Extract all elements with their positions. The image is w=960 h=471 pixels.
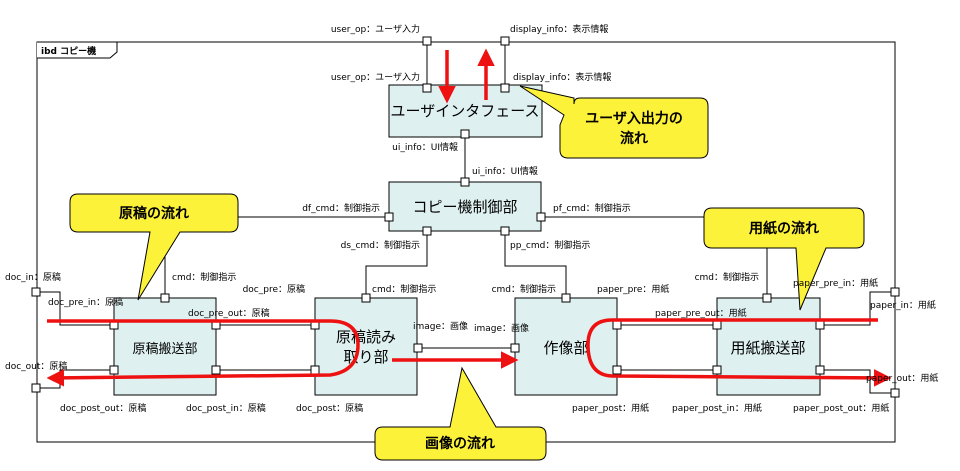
port [815, 365, 825, 375]
block-ui-label: ユーザインタフェース [391, 102, 540, 120]
label-doc-pre: doc_pre：原稿 [243, 283, 305, 295]
label-doc-post-out: doc_post_out：原稿 [60, 402, 146, 414]
label-doc-post: doc_post：原稿 [296, 402, 363, 414]
label-paper-pre-out: paper_pre_out：用紙 [655, 307, 747, 319]
callout-document-text: 原稿の流れ [119, 205, 189, 222]
label-ui-info-2: ui_info：UI情報 [472, 165, 538, 177]
callout-user-io-line2: 流れ [620, 130, 648, 147]
callout-user-io-line1: ユーザ入出力の [585, 110, 683, 127]
port [612, 320, 622, 330]
label-user-op-inner: user_op：ユーザ入力 [331, 71, 420, 83]
port [422, 226, 432, 236]
block-imager [514, 297, 618, 396]
flow-arrows [46, 48, 892, 387]
label-doc-out: doc_out：原稿 [5, 360, 67, 372]
label-display-info-outer: display_info：表示情報 [510, 23, 608, 35]
ports [31, 36, 900, 398]
frame-label: ibd コピー機 [41, 45, 96, 57]
label-doc-in: doc_in：原稿 [5, 271, 61, 283]
port [211, 365, 221, 375]
labels: user_op：ユーザ入力 display_info：表示情報 user_op：… [5, 23, 938, 414]
label-ds-cmd: ds_cmd：制御指示 [341, 239, 420, 251]
port [712, 365, 722, 375]
port [712, 320, 722, 330]
port [310, 365, 320, 375]
label-paper-out: paper_out：用紙 [866, 372, 938, 384]
blocks: ユーザインタフェース コピー機制御部 原稿搬送部 原稿読み 取り部 作像部 用紙… [113, 84, 821, 396]
port [510, 343, 520, 353]
label-cmd-paper: cmd：制御指示 [695, 271, 759, 283]
label-paper-pre: paper_pre：用紙 [597, 283, 669, 295]
block-reader-label-2: 取り部 [343, 348, 388, 366]
block-imager-label: 作像部 [543, 339, 588, 357]
callout-document [69, 193, 239, 301]
port [762, 293, 772, 303]
port [460, 177, 470, 187]
label-paper-pre-in: paper_pre_in：用紙 [793, 277, 878, 289]
port [422, 36, 432, 46]
port [31, 383, 41, 393]
port [536, 212, 546, 222]
block-reader-label-1: 原稿読み [336, 328, 396, 346]
callout-image [374, 366, 547, 461]
port [890, 388, 900, 398]
label-user-op-outer: user_op：ユーザ入力 [331, 23, 420, 35]
port [160, 293, 170, 303]
port [109, 365, 119, 375]
label-paper-post: paper_post：用紙 [572, 402, 649, 414]
port [31, 287, 41, 297]
block-control-label: コピー機制御部 [412, 198, 517, 216]
label-image-out: image：画像 [413, 320, 468, 332]
callouts: ユーザ入出力の 流れ 原稿の流れ 用紙の流れ 画像の流れ [69, 85, 865, 461]
label-doc-pre-out: doc_pre_out：原稿 [188, 307, 270, 319]
label-paper-post-in: paper_post_in：用紙 [672, 402, 762, 414]
port [612, 365, 622, 375]
document-flow-arrow [46, 319, 360, 387]
label-pf-cmd: pf_cmd：制御指示 [553, 202, 631, 214]
callout-user-io [519, 85, 709, 159]
port [561, 293, 571, 303]
label-pp-cmd: pp_cmd：制御指示 [510, 239, 590, 251]
port [384, 212, 394, 222]
label-display-info-inner: display_info：表示情報 [513, 71, 611, 83]
label-paper-in: paper_in：用紙 [870, 299, 936, 311]
label-doc-pre-in: doc_pre_in：原稿 [48, 296, 123, 308]
callout-paper [703, 207, 865, 311]
callout-image-text: 画像の流れ [425, 435, 495, 452]
callout-paper-text: 用紙の流れ [749, 220, 819, 237]
port [422, 83, 432, 93]
block-doc-transport-label: 原稿搬送部 [132, 341, 197, 357]
port [500, 36, 510, 46]
label-paper-post-out: paper_post_out：用紙 [793, 402, 889, 414]
port [500, 226, 510, 236]
label-doc-post-in: doc_post_in：原稿 [186, 402, 266, 414]
port [500, 83, 510, 93]
block-paper-transport-label: 用紙搬送部 [730, 339, 805, 357]
port [890, 287, 900, 297]
label-image-in: image：画像 [474, 322, 529, 334]
block-control [388, 181, 542, 232]
label-cmd-imager: cmd：制御指示 [492, 283, 556, 295]
label-cmd-reader: cmd：制御指示 [372, 283, 436, 295]
port [460, 129, 470, 139]
port [815, 320, 825, 330]
block-reader [314, 297, 418, 396]
port [361, 293, 371, 303]
paper-flow-arrow [586, 318, 892, 387]
label-cmd-doc: cmd：制御指示 [172, 271, 236, 283]
port [413, 343, 423, 353]
block-ui [388, 84, 543, 138]
label-ui-info-1: ui_info：UI情報 [392, 141, 458, 153]
label-df-cmd: df_cmd：制御指示 [302, 202, 380, 214]
